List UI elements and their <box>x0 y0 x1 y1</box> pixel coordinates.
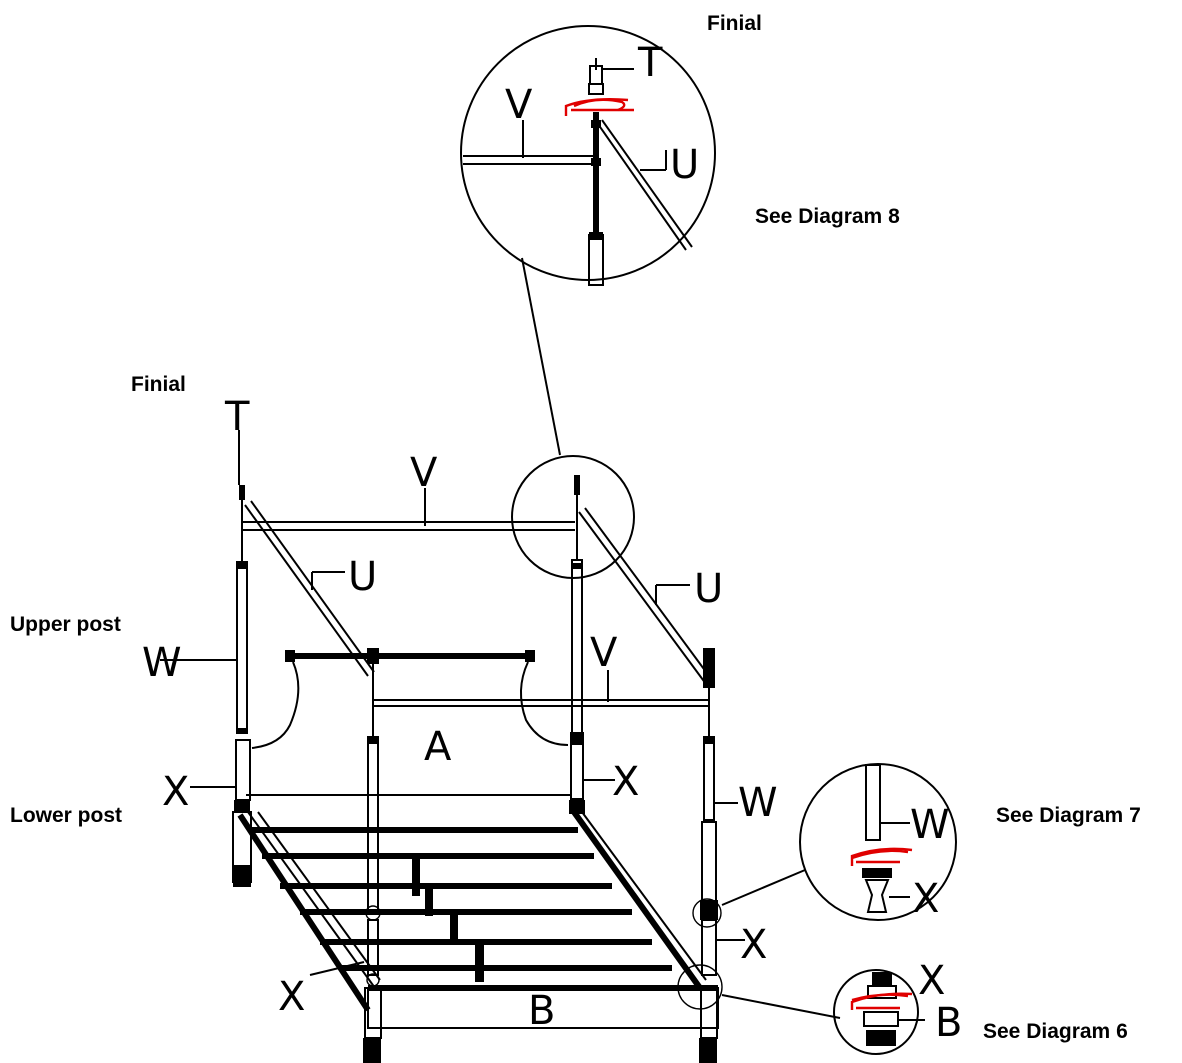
detail-marker-6 <box>677 964 723 1010</box>
part-letter-b: B <box>528 988 555 1034</box>
part-letter-t-detail: T <box>637 40 663 86</box>
part-letter-w-left: W <box>142 640 182 686</box>
part-letter-b-detail6: B <box>935 1000 962 1046</box>
part-letter-x-right: X <box>612 759 639 805</box>
leader-x-bottom <box>309 961 365 976</box>
part-letter-v-rear: V <box>410 450 438 496</box>
detail-circle-6 <box>833 969 925 1055</box>
label-see-diagram-8: See Diagram 8 <box>755 205 900 228</box>
part-letter-x-detail6: X <box>918 958 945 1004</box>
label-lower-post: Lower post <box>10 804 123 827</box>
part-letter-v-front: V <box>590 630 618 676</box>
part-letter-t: T <box>224 394 250 440</box>
detail-circle-8 <box>460 25 716 456</box>
label-see-diagram-7: See Diagram 7 <box>996 804 1141 827</box>
part-letter-x-detail7: X <box>912 876 939 922</box>
detail-marker-7 <box>692 898 722 928</box>
part-letter-u-left: U <box>348 554 377 600</box>
part-letter-x-left: X <box>162 769 189 815</box>
part-letter-u-right: U <box>694 566 723 612</box>
part-letter-w-detail7: W <box>910 802 950 848</box>
detail-marker-8 <box>511 455 635 579</box>
part-letter-a: A <box>424 724 452 770</box>
part-letter-x-bottom: X <box>278 974 305 1020</box>
part-letter-u-detail: U <box>670 142 699 188</box>
part-letter-x-front: X <box>740 922 767 968</box>
label-see-diagram-6: See Diagram 6 <box>983 1020 1128 1043</box>
connector-6 <box>721 994 841 1019</box>
bed-frame <box>232 430 719 1063</box>
part-letter-v-detail: V <box>505 82 533 128</box>
label-finial-left: Finial <box>131 373 186 396</box>
part-letter-w-right: W <box>738 780 778 826</box>
connector-7 <box>721 869 806 906</box>
detail-circle-7 <box>799 763 957 921</box>
label-upper-post: Upper post <box>10 613 121 636</box>
label-finial-top: Finial <box>707 12 762 35</box>
